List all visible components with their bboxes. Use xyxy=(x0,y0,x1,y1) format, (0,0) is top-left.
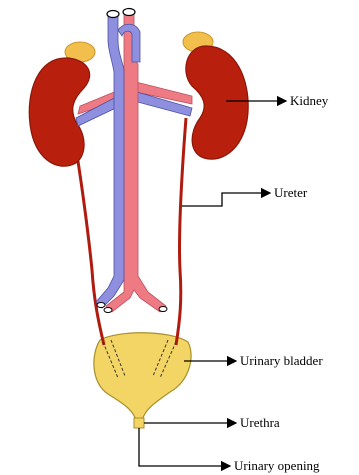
label-urinary-bladder: Urinary bladder xyxy=(240,353,323,368)
vessel-end-bottom-left xyxy=(97,303,105,308)
label-urethra: Urethra xyxy=(240,415,280,430)
vessel-end-bottom-left-2 xyxy=(104,308,112,313)
inferior-vena-cava xyxy=(96,14,124,308)
pointer-urinary-opening xyxy=(139,428,230,466)
ureter-right xyxy=(176,118,186,345)
label-kidney: Kidney xyxy=(290,93,329,108)
urethra xyxy=(134,418,144,428)
vessel-end-top-left xyxy=(107,11,119,18)
label-urinary-opening: Urinary opening xyxy=(234,458,320,473)
vessel-end-bottom-right xyxy=(159,307,167,312)
urinary-bladder xyxy=(94,333,191,420)
pointer-ureter xyxy=(182,193,270,206)
label-ureter: Ureter xyxy=(274,185,308,200)
kidney-right xyxy=(186,46,248,159)
vessel-end-top-right xyxy=(123,9,135,16)
